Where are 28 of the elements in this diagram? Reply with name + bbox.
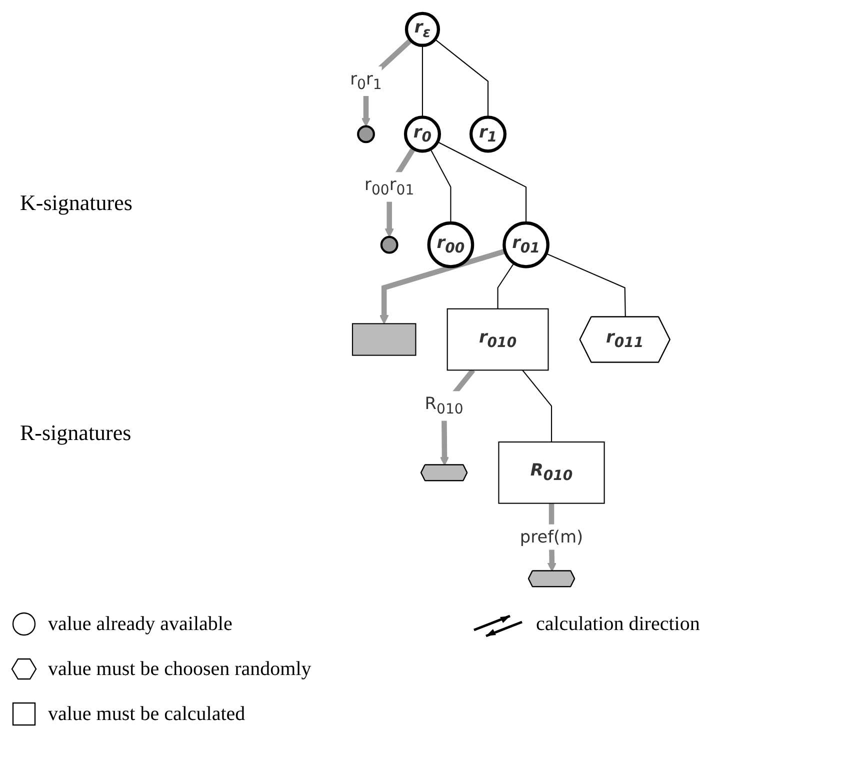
node-circle: r$_{00}$: [427, 221, 474, 268]
group-label: R-signatures: [20, 420, 132, 446]
node-circle: r$_{01}$: [502, 221, 550, 268]
node-circle: [380, 236, 398, 254]
edge-label: pref(m): [520, 526, 584, 547]
connector: [422, 45, 423, 118]
group-label: K-signatures: [20, 190, 132, 216]
arrow: [379, 248, 506, 324]
node-circle: r$_{0}$: [404, 116, 441, 153]
node-box: R$_{010}$: [498, 441, 605, 504]
node-circle: r$_{1}$: [469, 116, 507, 153]
legend-text: calculation direction: [536, 612, 700, 636]
legend-text: value must be calculated: [48, 702, 246, 726]
connector: [497, 262, 514, 309]
edge-label: R$_{010}$: [424, 393, 464, 418]
connector: [546, 253, 626, 318]
legend-text: value already available: [48, 612, 232, 636]
node-box: [352, 323, 416, 356]
node-circle: r$_{ε}$: [404, 12, 440, 47]
connector: [437, 141, 527, 223]
edge-label: r$_{0}$r$_{1}$: [350, 68, 382, 94]
node-box: r$_{010}$: [446, 308, 549, 371]
node-circle: [357, 125, 375, 144]
connector: [430, 148, 452, 223]
connector: [434, 38, 489, 118]
edge-label: r$_{00}$r$_{01}$: [364, 174, 414, 199]
legend-text: value must be choosen randomly: [48, 658, 312, 680]
connector: [522, 370, 552, 442]
